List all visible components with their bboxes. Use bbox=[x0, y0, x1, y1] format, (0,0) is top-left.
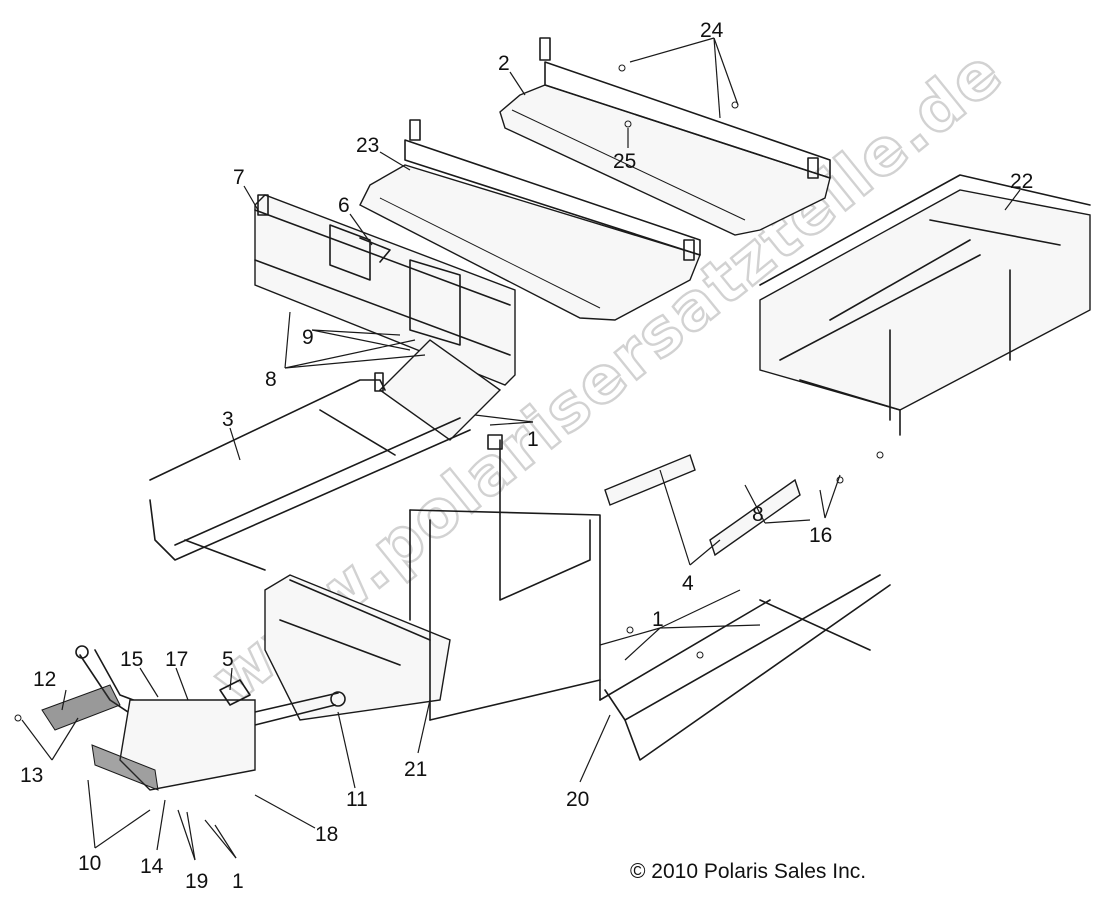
callout-1-right: 1 bbox=[652, 608, 664, 631]
part-21-main-frame bbox=[264, 434, 601, 721]
hardware bbox=[14, 64, 884, 722]
callout-22: 22 bbox=[1010, 170, 1033, 193]
callout-12: 12 bbox=[33, 668, 56, 691]
callout-3: 3 bbox=[222, 408, 234, 431]
callout-9: 9 bbox=[302, 326, 314, 349]
callout-17: 17 bbox=[165, 648, 188, 671]
callout-21: 21 bbox=[404, 758, 427, 781]
copyright-text: © 2010 Polaris Sales Inc. bbox=[630, 860, 866, 883]
callout-13: 13 bbox=[20, 764, 43, 787]
callout-8-right: 8 bbox=[752, 503, 764, 526]
callout-18: 18 bbox=[315, 823, 338, 846]
front-bumper-assembly bbox=[41, 645, 346, 791]
part-20-floor-frame bbox=[599, 574, 891, 761]
callout-19: 19 bbox=[185, 870, 208, 893]
callout-6: 6 bbox=[338, 194, 350, 217]
callout-11: 11 bbox=[346, 788, 368, 811]
part-2-cargo-frame bbox=[499, 37, 831, 236]
callout-15: 15 bbox=[120, 648, 143, 671]
callout-1-upper: 1 bbox=[527, 428, 539, 451]
part-4-rails bbox=[604, 454, 801, 557]
callout-23: 23 bbox=[356, 134, 379, 157]
callout-2: 2 bbox=[498, 52, 510, 75]
callout-16: 16 bbox=[809, 524, 832, 547]
leader-lines bbox=[21, 37, 1021, 861]
callout-25: 25 bbox=[613, 150, 636, 173]
callout-4: 4 bbox=[682, 572, 694, 595]
callout-8-upper: 8 bbox=[265, 368, 277, 391]
part-22-rear-frame bbox=[759, 174, 1091, 436]
callout-7: 7 bbox=[233, 166, 245, 189]
callout-1-lower: 1 bbox=[232, 870, 244, 893]
callout-24: 24 bbox=[700, 19, 724, 42]
part-3-floor-frame bbox=[149, 339, 502, 571]
part-23-cargo-floor bbox=[359, 119, 701, 321]
callout-numbers: 24 2 25 23 7 6 22 9 8 1 3 8 16 4 1 5 15 … bbox=[20, 19, 1033, 893]
callout-20: 20 bbox=[566, 788, 589, 811]
callout-10: 10 bbox=[78, 852, 101, 875]
part-7-rear-bulkhead bbox=[254, 194, 516, 386]
callout-14: 14 bbox=[140, 855, 164, 878]
callout-5: 5 bbox=[222, 648, 234, 671]
